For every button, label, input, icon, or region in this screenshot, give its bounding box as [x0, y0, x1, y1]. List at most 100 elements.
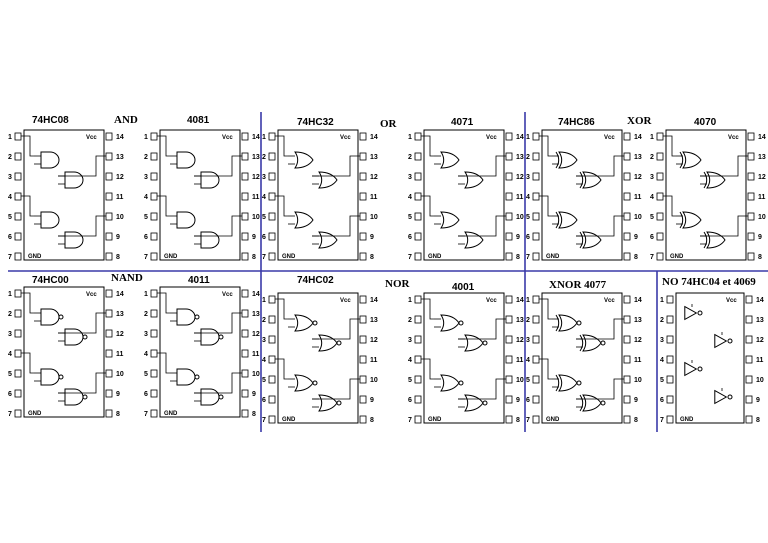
pin-number-right: 10 — [516, 377, 524, 384]
pin-right — [505, 415, 513, 424]
gnd-label: GND — [164, 254, 178, 260]
or-gate — [440, 151, 460, 169]
and-gate — [176, 151, 196, 169]
xor-gate — [558, 151, 578, 169]
pin-right — [623, 192, 631, 201]
nand-gate — [176, 368, 196, 386]
pin-number-left: 2 — [262, 154, 266, 161]
pin-number-right: 8 — [634, 254, 638, 261]
wire — [58, 215, 106, 237]
and-gate — [64, 171, 84, 189]
gnd-label: GND — [282, 254, 296, 260]
chip-title: 4070 — [694, 117, 717, 128]
pin-right — [241, 252, 249, 261]
pin-left — [150, 329, 158, 338]
pin-number-left: 6 — [408, 397, 412, 404]
pin-number-left: 2 — [526, 154, 530, 161]
wire — [312, 215, 360, 237]
pin-number-left: 7 — [526, 417, 530, 424]
pin-left — [414, 335, 422, 344]
and-gate — [176, 211, 196, 229]
pin-left — [414, 315, 422, 324]
pin-number-right: 14 — [116, 291, 124, 298]
pin-number-left: 6 — [262, 397, 266, 404]
pin-left — [14, 232, 22, 241]
nand-gate — [40, 368, 60, 386]
pin-left — [414, 395, 422, 404]
pin-left — [150, 232, 158, 241]
or-gate — [294, 211, 314, 229]
gnd-label: GND — [282, 417, 296, 423]
wire — [421, 358, 434, 380]
pin-left — [666, 355, 674, 364]
chip-body — [23, 129, 105, 261]
wire — [458, 155, 506, 177]
pin-number-right: 13 — [634, 154, 642, 161]
pin-right — [623, 355, 631, 364]
pin-left — [150, 212, 158, 221]
pin-left — [14, 132, 22, 141]
pin-right — [505, 232, 513, 241]
wire — [539, 358, 552, 380]
nand-gate — [64, 388, 84, 406]
pin-number-left: 1 — [144, 291, 148, 298]
pin-number-left: 5 — [408, 214, 412, 221]
pin-right — [241, 409, 249, 418]
pin-number-left: 5 — [262, 377, 266, 384]
pin-right — [745, 355, 753, 364]
pin-right — [745, 415, 753, 424]
nand-gate — [176, 308, 196, 326]
chip-body — [277, 129, 359, 261]
pin-left — [150, 309, 158, 318]
pin-number-right: 10 — [756, 377, 764, 384]
vcc-label: Vcc — [486, 298, 497, 304]
pin-number-left: 2 — [262, 317, 266, 324]
pin-left — [14, 369, 22, 378]
pin-left — [14, 389, 22, 398]
pin-right — [359, 152, 367, 161]
chip-body — [159, 286, 241, 418]
pin-number-left: 2 — [144, 311, 148, 318]
pin-number-left: 2 — [8, 311, 12, 318]
pin-right — [745, 395, 753, 404]
pin-number-left: 6 — [144, 391, 148, 398]
pin-left — [268, 355, 276, 364]
pin-left — [656, 172, 664, 181]
pin-right — [359, 295, 367, 304]
pin-number-right: 13 — [516, 154, 524, 161]
pin-number-left: 2 — [408, 154, 412, 161]
pin-right — [623, 232, 631, 241]
pin-number-left: 6 — [660, 397, 664, 404]
pin-left — [150, 152, 158, 161]
pin-number-left: 4 — [650, 194, 654, 201]
pin-number-left: 5 — [144, 214, 148, 221]
pin-left — [656, 132, 664, 141]
pin-left — [150, 349, 158, 358]
pin-number-right: 8 — [634, 417, 638, 424]
pin-number-right: 13 — [516, 317, 524, 324]
wire — [576, 378, 624, 400]
pin-number-left: 1 — [660, 297, 664, 304]
chip-title: 74HC86 — [558, 117, 595, 128]
family-label-not: NO 74HC04 et 4069 — [662, 276, 756, 288]
pin-left — [414, 172, 422, 181]
pin-right — [747, 252, 755, 261]
chip-title: 74HC08 — [32, 115, 69, 126]
pin-right — [623, 295, 631, 304]
wire — [21, 292, 34, 314]
pin-left — [414, 375, 422, 384]
pin-number-left: 4 — [408, 357, 412, 364]
pin-left — [532, 295, 540, 304]
pin-right — [359, 192, 367, 201]
pin-number-left: 6 — [526, 234, 530, 241]
pin-right — [623, 415, 631, 424]
pin-right — [747, 152, 755, 161]
pin-number-right: 14 — [252, 134, 260, 141]
pin-left — [268, 295, 276, 304]
chip-title: 74HC32 — [297, 117, 334, 128]
pin-right — [105, 409, 113, 418]
